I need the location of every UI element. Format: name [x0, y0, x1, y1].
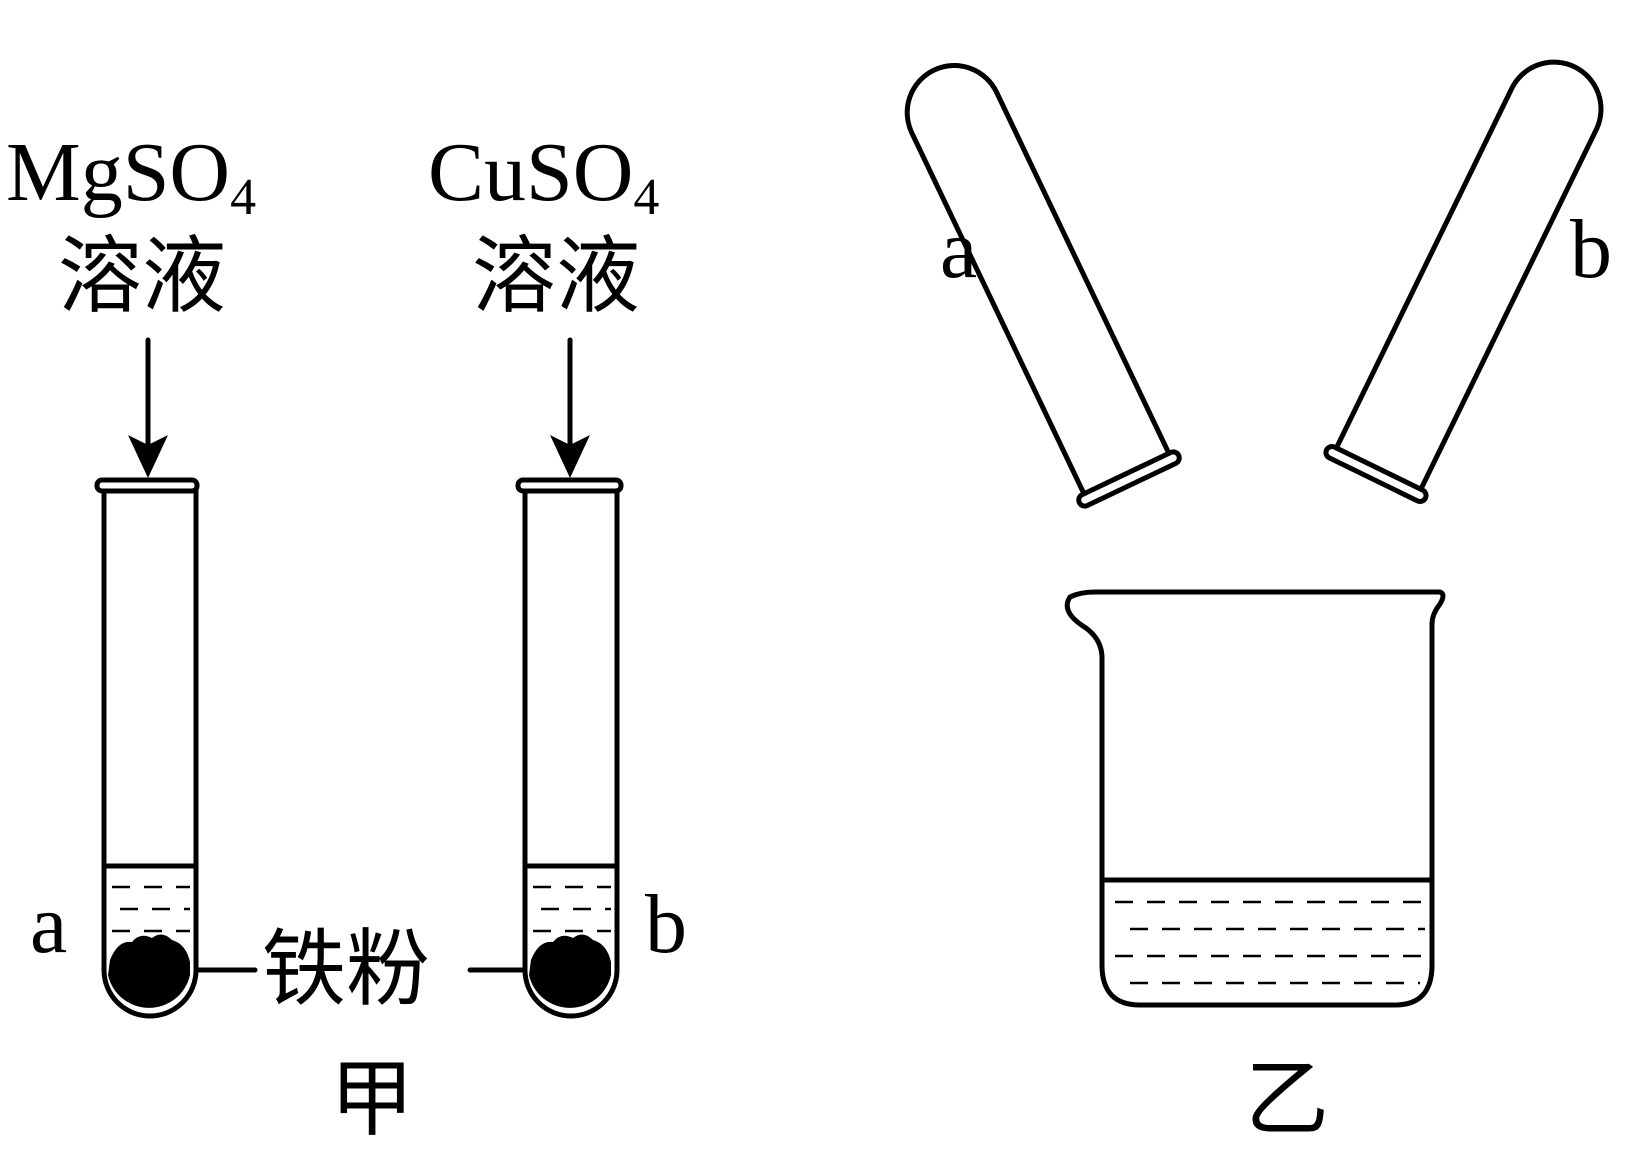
panel-jia: MgSO4 溶液 a CuSO4 溶液	[6, 126, 687, 1148]
tube-b-solution-word: 溶液	[472, 227, 640, 325]
tube-a-solution-word: 溶液	[58, 227, 226, 325]
tilted-tube-a	[904, 63, 1182, 509]
tilted-tube-a-label: a	[940, 203, 977, 296]
tilted-tube-b	[1323, 59, 1604, 504]
tube-a-formula: MgSO4	[6, 126, 256, 226]
tube-b-label: b	[645, 878, 687, 971]
tube-b-liquid	[533, 885, 611, 933]
iron-powder-label: 铁粉	[262, 920, 430, 1018]
tube-b-iron-powder	[529, 934, 611, 1008]
tube-b-formula: CuSO4	[428, 126, 659, 226]
test-tube-a	[94, 477, 200, 1019]
beaker	[1064, 589, 1446, 1008]
tube-b-arrow	[550, 337, 590, 478]
tube-a-label: a	[30, 878, 67, 971]
panel-yi: a b 乙	[904, 59, 1612, 1148]
tube-a-liquid	[112, 885, 190, 933]
test-tube-b	[515, 477, 624, 1019]
tube-a-arrow	[128, 337, 168, 478]
panel-jia-label: 甲	[330, 1050, 414, 1146]
beaker-liquid	[1115, 900, 1425, 985]
tilted-tube-b-label: b	[1570, 203, 1612, 296]
panel-yi-label: 乙	[1245, 1050, 1329, 1146]
tube-a-iron-powder	[108, 934, 190, 1008]
